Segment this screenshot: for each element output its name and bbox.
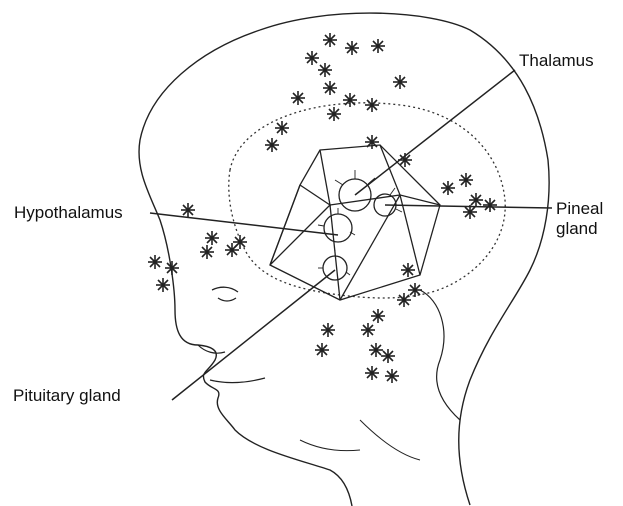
gland-cluster-icon <box>270 145 440 300</box>
pineal-label-line1: Pineal <box>556 199 603 219</box>
pineal-leader-line <box>385 205 552 208</box>
hypothalamus-label: Hypothalamus <box>14 203 123 223</box>
pineal-label-line2: gland <box>556 219 603 239</box>
pineal-gland-label: Pineal gland <box>556 199 603 239</box>
pituitary-gland-label: Pituitary gland <box>13 386 121 406</box>
neck-lines-icon <box>300 420 420 460</box>
ear-outline-icon <box>420 290 460 420</box>
brain-outline-icon <box>229 103 505 298</box>
mouth-icon <box>210 378 265 383</box>
star-marks <box>148 33 497 383</box>
thalamus-leader-line <box>355 70 515 195</box>
thalamus-label: Thalamus <box>519 51 594 71</box>
nose-icon <box>198 345 225 353</box>
eye-icon <box>212 287 238 301</box>
gland-rays <box>318 170 402 275</box>
leader-lines <box>150 70 552 400</box>
hypothalamus-leader-line <box>150 213 338 235</box>
